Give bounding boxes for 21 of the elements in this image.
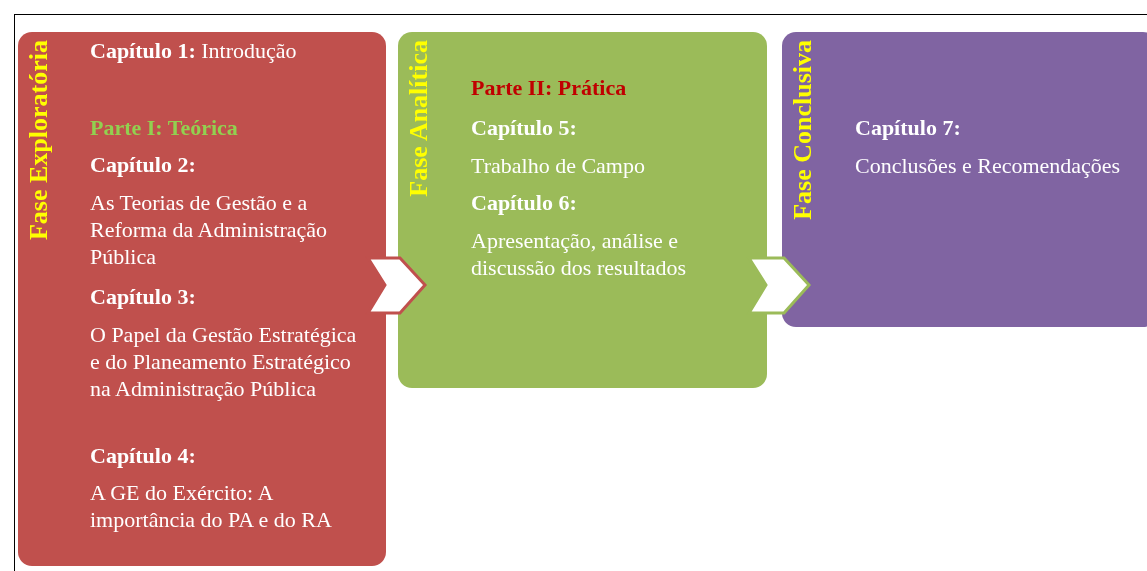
- chapter-title: Trabalho de Campo: [471, 152, 646, 179]
- part-heading: Parte II: Prática: [471, 74, 628, 101]
- chapter-title: A GE do Exército: A importância do PA e do RA: [90, 479, 333, 533]
- phase-panel: [782, 32, 1147, 327]
- chapter-title: As Teorias de Gestão e a Reforma da Administração Pública: [90, 189, 329, 270]
- chapter-heading: Capítulo 4:: [90, 442, 197, 469]
- chapter-heading: Capítulo 2:: [90, 151, 197, 178]
- chapter-heading: Capítulo 1: Introdução: [90, 37, 298, 64]
- phase-title: Fase Conclusiva: [788, 40, 818, 220]
- chapter-heading: Capítulo 7:: [855, 114, 962, 141]
- chapter-title: O Papel da Gestão Estratégica e do Planeamento Estratégico na Administração Pública: [90, 321, 358, 402]
- chapter-title: Apresentação, análise e discussão dos resultados: [471, 227, 688, 281]
- phase-title: Fase Exploratória: [24, 40, 54, 241]
- phase-title: Fase Analítica: [404, 40, 434, 197]
- phase-panel: [398, 32, 767, 388]
- chapter-heading: Capítulo 3:: [90, 283, 197, 310]
- phase-panel: [18, 32, 386, 566]
- chapter-heading: Capítulo 5:: [471, 114, 578, 141]
- part-heading: Parte I: Teórica: [90, 114, 239, 141]
- chapter-title: Conclusões e Recomendações: [855, 152, 1122, 179]
- chapter-heading: Capítulo 6:: [471, 189, 578, 216]
